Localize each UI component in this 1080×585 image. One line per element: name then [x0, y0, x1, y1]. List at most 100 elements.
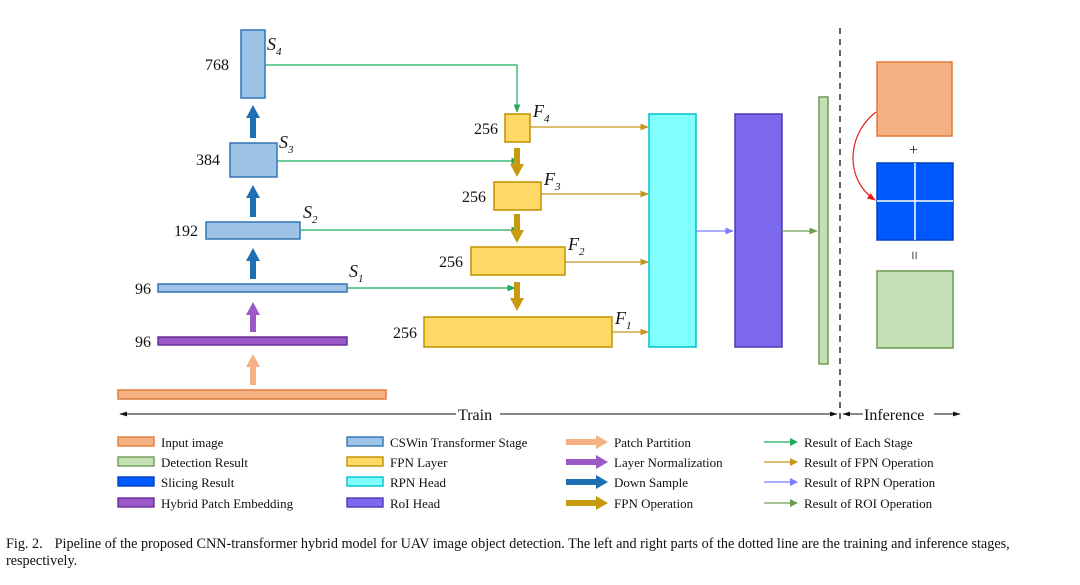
s4-channels: 768: [205, 57, 229, 74]
legend-thin-arrow-icon: [764, 478, 798, 486]
legend-item-input-image: Input image: [117, 435, 224, 450]
s2-label: S2: [303, 202, 318, 226]
fpn-operation-arrow-2: [510, 214, 524, 243]
slice-red-arrow: [852, 111, 877, 201]
s3-label: S3: [279, 132, 294, 156]
legend-item-patch-partition: Patch Partition: [566, 435, 691, 450]
plus-sign: +: [909, 142, 918, 159]
hybrid-patch-embedding-block: [157, 336, 348, 346]
legend-label: FPN Operation: [614, 496, 694, 511]
legend-item-roi-head: RoI Head: [346, 496, 441, 511]
inference-detection-result: [876, 270, 954, 349]
s4-to-f4-arrow: [265, 64, 521, 113]
legend-fat-arrow-icon: [566, 435, 608, 449]
f4-label: F4: [532, 101, 550, 125]
legend-item-result-of-each-stage: Result of Each Stage: [764, 435, 913, 450]
s1-label: S1: [349, 261, 364, 285]
f3-channels: 256: [462, 189, 486, 206]
legend-label: Patch Partition: [614, 435, 691, 450]
legend-swatch: [117, 476, 155, 487]
f1-label: F1: [614, 308, 632, 332]
legend-swatch: [117, 456, 155, 467]
legend-item-slicing-result: Slicing Result: [117, 475, 235, 490]
legend-fat-arrow-icon: [566, 455, 608, 469]
f4-channels: 256: [474, 121, 498, 138]
legend-label: Result of RPN Operation: [804, 475, 936, 490]
legend-label: Hybrid Patch Embedding: [161, 496, 294, 511]
legend-item-detection-result: Detection Result: [117, 455, 248, 470]
detection-result-block: [818, 96, 829, 365]
legend-label: Down Sample: [614, 475, 688, 490]
f2-channels: 256: [439, 254, 463, 271]
legend-label: Result of ROI Operation: [804, 496, 933, 511]
f2-label: F2: [567, 234, 585, 258]
legend-label: FPN Layer: [390, 455, 448, 470]
legend-swatch: [346, 476, 384, 487]
legend-item-result-of-roi-operation: Result of ROI Operation: [764, 496, 933, 511]
legend-item-result-of-fpn-operation: Result of FPN Operation: [764, 455, 934, 470]
caption-text: Pipeline of the proposed CNN-transformer…: [6, 536, 1010, 569]
fpn-operation-arrow-1: [510, 148, 524, 177]
legend-item-layer-normalization: Layer Normalization: [566, 455, 723, 470]
s3-channels: 384: [196, 152, 220, 169]
caption-label: Fig. 2.: [6, 536, 43, 552]
stage-s3-block: [229, 142, 278, 178]
stage-s2-block: [205, 221, 301, 240]
fpn-f4-block: [504, 113, 531, 143]
legend-swatch: [117, 436, 155, 447]
stage-s4-block: [240, 29, 266, 99]
legend-label: CSWin Transformer Stage: [390, 435, 528, 450]
legend-thin-arrow-icon: [764, 499, 798, 507]
slicing-result-grid: [876, 162, 954, 241]
legend-label: Result of FPN Operation: [804, 455, 934, 470]
legend-swatch: [346, 497, 384, 508]
train-label: Train: [458, 407, 492, 424]
equals-sign: =: [905, 251, 922, 260]
rpn-head-block: [648, 113, 697, 348]
legend-item-cswin-transformer-stage: CSWin Transformer Stage: [346, 435, 528, 450]
f3-label: F3: [543, 169, 561, 193]
legend-label: RoI Head: [390, 496, 441, 511]
legend-swatch: [117, 497, 155, 508]
s1-channels: 96: [135, 281, 151, 298]
legend-thin-arrow-icon: [764, 438, 798, 446]
legend-item-rpn-head: RPN Head: [346, 475, 446, 490]
fpn-f2-block: [470, 246, 566, 276]
legend-thin-arrow-icon: [764, 458, 798, 466]
input-image-block: [117, 389, 387, 400]
down-sample-arrow-3: [246, 105, 260, 138]
legend-label: Detection Result: [161, 455, 248, 470]
fpn-operation-arrow-3: [510, 282, 524, 311]
roi-head-block: [734, 113, 783, 348]
legend-item-down-sample: Down Sample: [566, 475, 688, 490]
legend-item-hybrid-patch-embedding: Hybrid Patch Embedding: [117, 496, 294, 511]
fpn-f1-block: [423, 316, 613, 348]
legend-label: Slicing Result: [161, 475, 235, 490]
down-sample-arrow-2: [246, 185, 260, 217]
legend-swatch: [346, 456, 384, 467]
legend-fat-arrow-icon: [566, 475, 608, 489]
fpn-f3-block: [493, 181, 542, 211]
stage-s1-block: [157, 283, 348, 293]
f1-channels: 256: [393, 325, 417, 342]
legend-label: Layer Normalization: [614, 455, 723, 470]
down-sample-arrow-1: [246, 248, 260, 279]
layer-normalization-arrow: [246, 302, 260, 332]
embedding-channels: 96: [135, 334, 151, 351]
legend-fat-arrow-icon: [566, 496, 608, 510]
legend-label: Input image: [161, 435, 224, 450]
legend-item-result-of-rpn-operation: Result of RPN Operation: [764, 475, 936, 490]
figure-caption: Fig. 2.Pipeline of the proposed CNN-tran…: [6, 536, 1074, 570]
legend-swatch: [346, 436, 384, 447]
inference-input-image: [876, 61, 953, 137]
patch-partition-arrow: [246, 354, 260, 385]
inference-label: Inference: [864, 407, 924, 424]
legend-item-fpn-operation: FPN Operation: [566, 496, 694, 511]
legend-label: RPN Head: [390, 475, 446, 490]
s2-channels: 192: [174, 223, 198, 240]
legend-label: Result of Each Stage: [804, 435, 913, 450]
s4-label: S4: [267, 34, 282, 58]
legend-item-fpn-layer: FPN Layer: [346, 455, 448, 470]
